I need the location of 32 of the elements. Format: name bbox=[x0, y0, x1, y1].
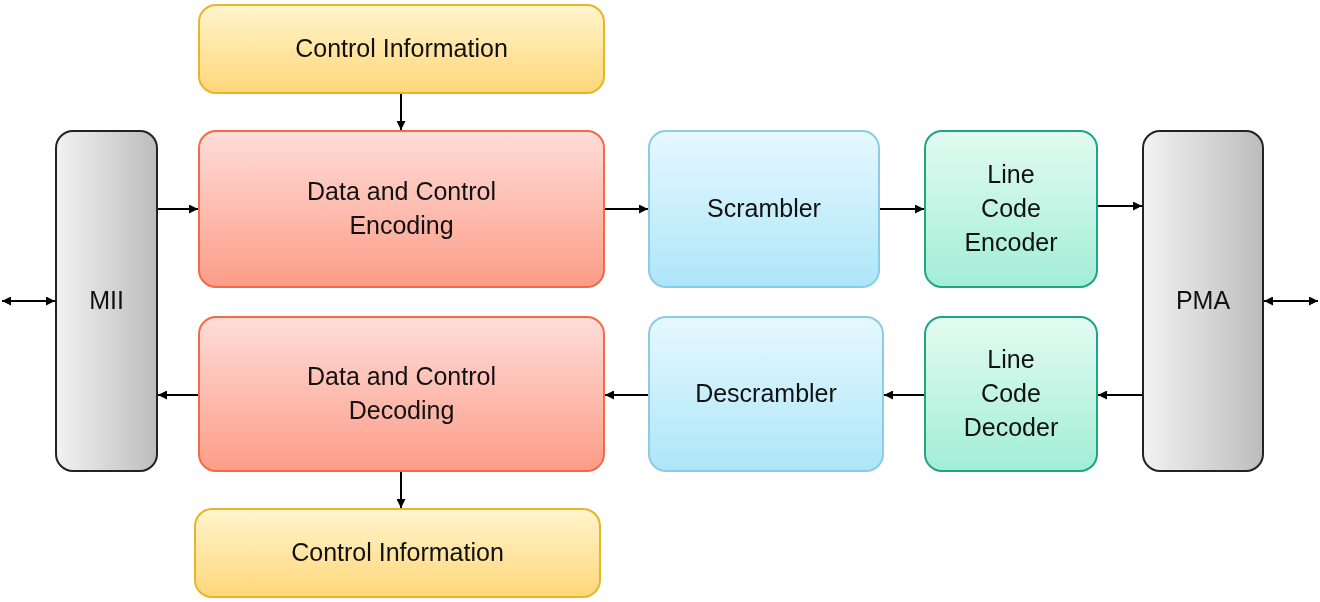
interface-block bbox=[55, 130, 158, 472]
info-box bbox=[198, 4, 605, 94]
arrow bbox=[879, 204, 925, 214]
arrow bbox=[604, 204, 649, 214]
process-box bbox=[198, 130, 605, 288]
node-label: Scrambler bbox=[707, 193, 821, 225]
process-box bbox=[648, 130, 880, 288]
node-label: MII bbox=[89, 285, 124, 317]
arrow bbox=[396, 471, 406, 509]
arrow bbox=[396, 93, 406, 131]
interface-block bbox=[1142, 130, 1264, 472]
double-arrow bbox=[1263, 296, 1319, 306]
info-box bbox=[194, 508, 601, 598]
node-label: PMA bbox=[1175, 285, 1231, 317]
node-label: Control Information bbox=[295, 33, 508, 65]
arrow bbox=[157, 204, 199, 214]
node-label: Control Information bbox=[291, 537, 504, 569]
arrow bbox=[604, 390, 649, 400]
node-label: Data and Control Encoding bbox=[306, 176, 497, 241]
process-box bbox=[924, 316, 1098, 472]
arrow bbox=[1097, 201, 1143, 211]
node-label: Data and Control Decoding bbox=[306, 361, 497, 426]
node-label: Line Code Encoder bbox=[963, 159, 1059, 258]
process-box bbox=[924, 130, 1098, 288]
process-box bbox=[198, 316, 605, 472]
double-arrow bbox=[1, 296, 56, 306]
process-box bbox=[648, 316, 884, 472]
arrow bbox=[1097, 390, 1143, 400]
arrow bbox=[157, 390, 199, 400]
node-label: Line Code Decoder bbox=[962, 344, 1060, 443]
node-label: Descrambler bbox=[695, 378, 837, 410]
arrow bbox=[883, 390, 925, 400]
